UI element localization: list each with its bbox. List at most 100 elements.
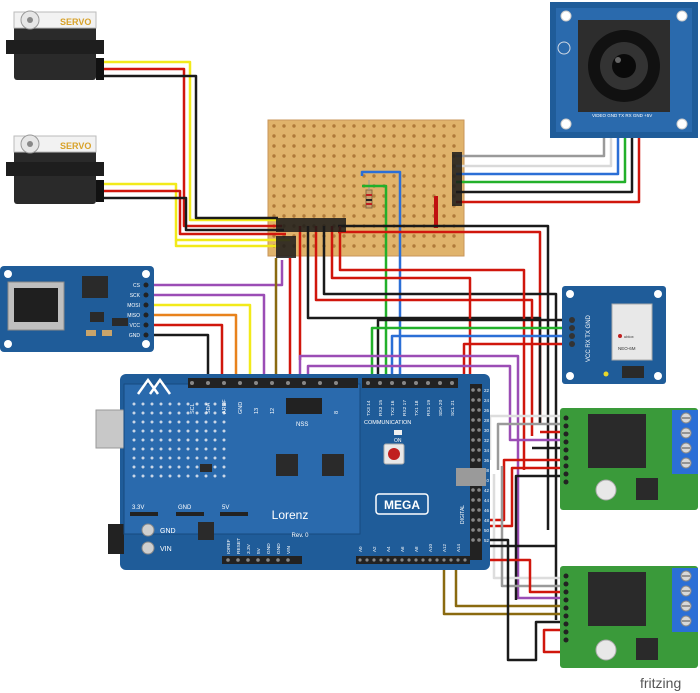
perf-hole xyxy=(352,234,356,238)
proto-dot xyxy=(141,465,145,469)
perf-hole xyxy=(332,174,336,178)
header-pin xyxy=(477,518,481,522)
sd-pin-label: CS xyxy=(133,283,141,289)
wire-perf-black-down2 xyxy=(322,226,558,620)
sd-chip xyxy=(82,276,108,298)
proto-dot xyxy=(204,429,208,433)
proto-dot xyxy=(222,420,226,424)
perf-hole xyxy=(322,174,326,178)
wire-servo2-gnd xyxy=(100,196,284,232)
top-pin-label: 12 xyxy=(270,408,276,414)
perf-hole xyxy=(312,194,316,198)
servo-bottom-label: SERVO xyxy=(60,141,91,151)
header-pin xyxy=(463,558,467,562)
perf-hole xyxy=(372,234,376,238)
header-pin xyxy=(477,528,481,532)
perf-hole xyxy=(392,244,396,248)
gnd-screw-label: GND xyxy=(160,528,176,535)
perf-hole xyxy=(382,134,386,138)
proto-area xyxy=(132,402,226,478)
perf-hole xyxy=(392,154,396,158)
proto-dot xyxy=(222,438,226,442)
proto-dot xyxy=(168,402,172,406)
wire-servo1-gnd xyxy=(100,74,278,220)
perf-hole xyxy=(372,134,376,138)
header-pin xyxy=(254,381,258,385)
servo-top-label: SERVO xyxy=(60,17,91,27)
perf-hole xyxy=(332,144,336,148)
header-pin xyxy=(266,558,270,562)
proto-dot xyxy=(195,402,199,406)
proto-dot xyxy=(186,438,190,442)
perf-hole xyxy=(352,244,356,248)
perf-hole xyxy=(362,164,366,168)
gps-module: ublox NEO-6M VCC RX TX GND xyxy=(562,286,666,384)
proto-dot xyxy=(150,465,154,469)
analog-pin-label: A0 xyxy=(358,546,363,552)
proto-dot xyxy=(186,402,190,406)
proto-dot xyxy=(204,411,208,415)
perf-hole xyxy=(352,154,356,158)
perf-hole xyxy=(272,164,276,168)
sd-pin xyxy=(143,332,149,338)
usb-port xyxy=(95,409,125,449)
driver-pin xyxy=(563,621,569,627)
proto-dot xyxy=(186,447,190,451)
driver-pin xyxy=(563,573,569,579)
wire-perf-red-down4 xyxy=(338,226,526,470)
perf-hole xyxy=(322,184,326,188)
proto-dot xyxy=(222,447,226,451)
perf-hole xyxy=(312,134,316,138)
digital-label: DIGITAL xyxy=(460,505,466,524)
proto-dot xyxy=(204,474,208,478)
bottom-power-label: 5V xyxy=(256,547,262,554)
perf-hole xyxy=(272,124,276,128)
perf-hole xyxy=(332,134,336,138)
camera-lens xyxy=(615,57,621,63)
perf-hole xyxy=(352,204,356,208)
sd-pin xyxy=(143,282,149,288)
perf-hole xyxy=(402,184,406,188)
nss-label: NSS xyxy=(296,422,308,428)
perf-hole xyxy=(442,144,446,148)
wire-sd-mosi xyxy=(150,303,252,384)
perf-hole xyxy=(322,134,326,138)
proto-dot xyxy=(168,420,172,424)
perf-hole xyxy=(312,204,316,208)
header-pin xyxy=(438,381,442,385)
proto-dot xyxy=(177,456,181,460)
perf-hole xyxy=(332,124,336,128)
perf-hole xyxy=(432,184,436,188)
perf-hole xyxy=(352,124,356,128)
proto-dot xyxy=(150,438,154,442)
right-pin-label: 28 xyxy=(484,418,490,423)
driver-pin xyxy=(563,589,569,595)
driver2-pins xyxy=(563,573,569,643)
perf-hole xyxy=(402,204,406,208)
right-pin-label: 44 xyxy=(484,498,490,503)
proto-dot xyxy=(159,438,163,442)
perf-hole xyxy=(422,184,426,188)
analog-pin-label: A4 xyxy=(386,546,391,552)
proto-dot xyxy=(213,402,217,406)
driver-pin xyxy=(563,597,569,603)
wire-red-d1c xyxy=(470,466,566,528)
wire-gps-gnd xyxy=(376,318,568,384)
proto-dot xyxy=(177,429,181,433)
perf-hole xyxy=(402,124,406,128)
proto-dot xyxy=(177,447,181,451)
proto-dot xyxy=(150,402,154,406)
servo-top: SERVO xyxy=(6,10,104,80)
analog-pin-label: A2 xyxy=(372,546,377,552)
proto-dot xyxy=(132,474,136,478)
perf-hole xyxy=(292,194,296,198)
proto-dot xyxy=(168,411,172,415)
perf-hole xyxy=(332,164,336,168)
perf-hole xyxy=(422,234,426,238)
perf-hole xyxy=(432,164,436,168)
header-pin xyxy=(276,558,280,562)
perf-hole xyxy=(322,154,326,158)
header-pin xyxy=(402,381,406,385)
